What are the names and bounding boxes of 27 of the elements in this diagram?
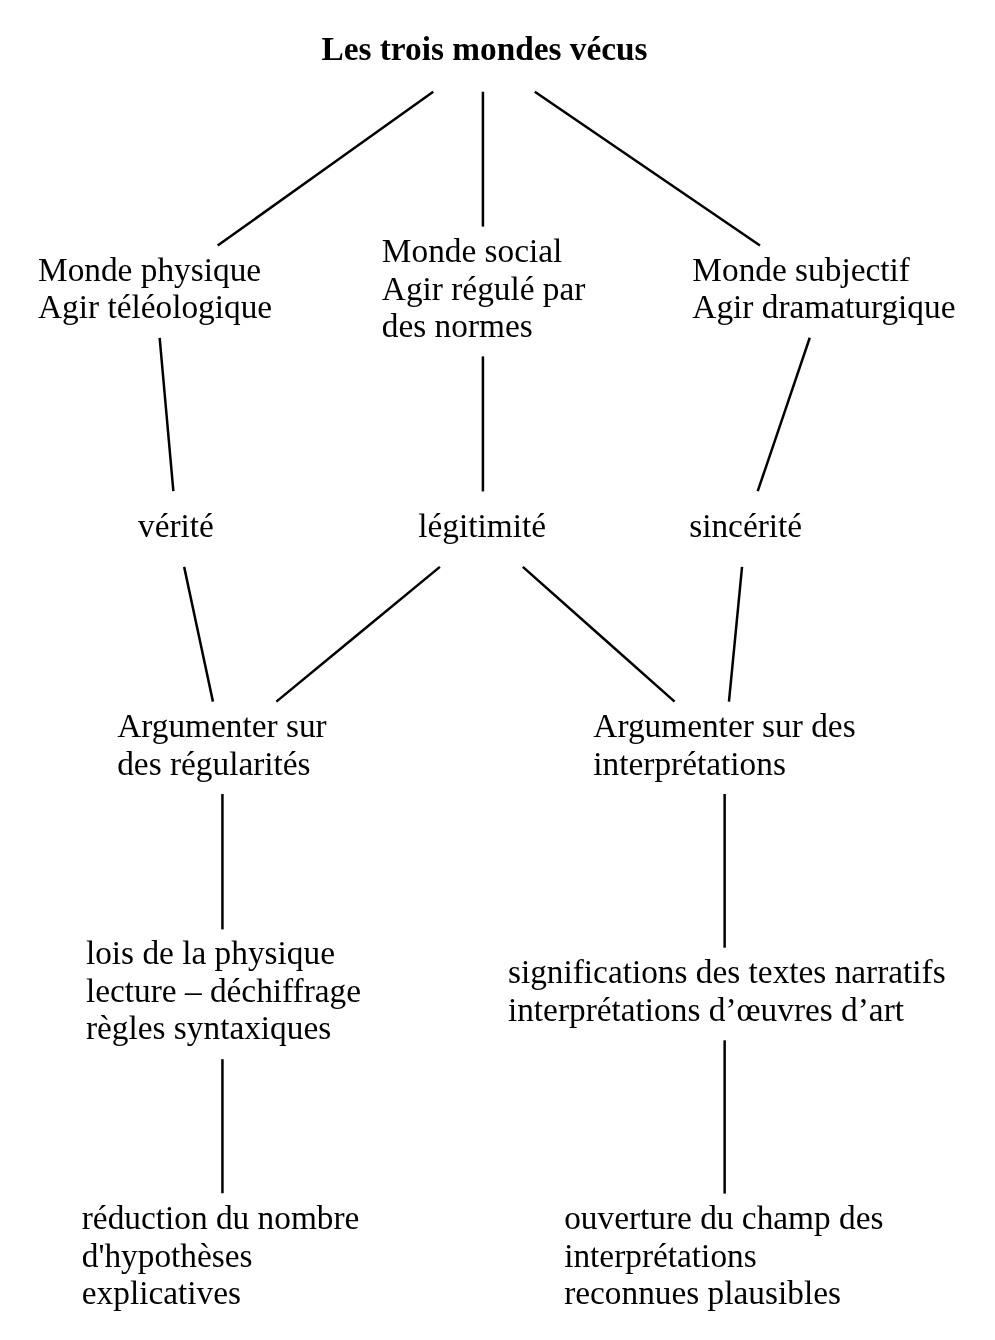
- connector: [727, 566, 744, 702]
- connector: [723, 794, 726, 948]
- node-text: Monde subjectif Agir dramaturgique: [692, 250, 956, 326]
- node-text: légitimité: [418, 507, 547, 545]
- node-text: Argumenter sur des régularités: [117, 707, 327, 782]
- connector: [182, 566, 215, 702]
- connector: [522, 565, 676, 703]
- node-text: sincérité: [689, 507, 803, 545]
- node-text: Monde social Agir régulé par des normes: [381, 232, 586, 345]
- node-text: Monde physique Agir téléologique: [38, 250, 273, 326]
- connector: [481, 356, 485, 492]
- connector: [216, 90, 434, 247]
- connector: [221, 794, 224, 930]
- connector: [534, 90, 761, 247]
- node-text: ouverture du champ des interprétations reconnues plausibles: [564, 1199, 884, 1312]
- node-text: Argumenter sur des interprétations: [593, 707, 856, 782]
- connector: [756, 337, 811, 492]
- connector: [481, 91, 485, 227]
- connector: [275, 565, 441, 703]
- node-text: lois de la physique lecture – déchiffrage règles syntaxiques: [85, 934, 362, 1047]
- connector: [158, 337, 175, 492]
- node-text: Les trois mondes vécus: [321, 30, 648, 68]
- node-text: réduction du nombre d'hypothèses explicatives: [81, 1199, 360, 1312]
- node-text: significations des textes narratifs interprétations d’œuvres d’art: [507, 953, 946, 1028]
- node-text: vérité: [138, 507, 214, 545]
- connector: [723, 1040, 726, 1194]
- connector: [221, 1059, 224, 1194]
